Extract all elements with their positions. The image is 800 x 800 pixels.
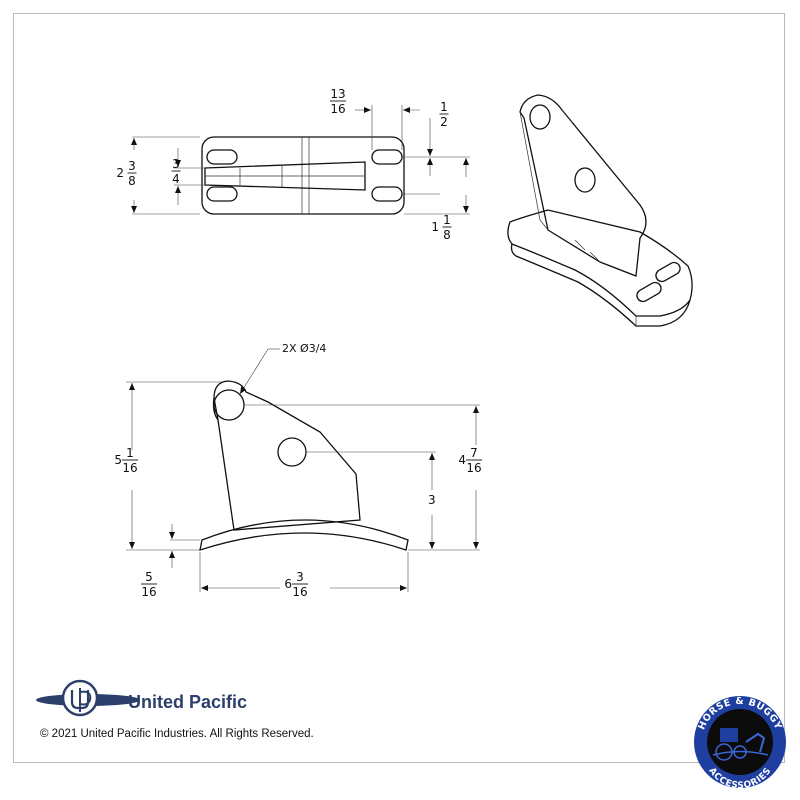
dim-numerator: 5 — [145, 570, 153, 584]
isometric-view — [507, 94, 693, 327]
dim-numerator: 1 — [443, 213, 451, 227]
dim-numerator: 7 — [470, 446, 478, 460]
dim-numerator: 3 — [128, 159, 136, 173]
dim-top-slot: 34 — [171, 157, 181, 186]
dim-whole-number: 6 — [284, 577, 292, 591]
drawing-frame — [13, 13, 785, 763]
dim-denominator: 16 — [466, 461, 481, 475]
side-view-dimensions — [126, 348, 480, 592]
side-view — [199, 380, 409, 551]
dim-whole-number: 5 — [114, 453, 122, 467]
dim-denominator: 4 — [172, 172, 180, 186]
dim-numerator: 1 — [126, 446, 134, 460]
dim-whole-number: 4 — [458, 453, 466, 467]
dim-numerator: 13 — [330, 87, 345, 101]
dim-base-thickness: 516 — [141, 570, 157, 599]
dim-numerator: 3 — [296, 570, 304, 584]
dim-numerator: 1 — [440, 100, 448, 114]
top-view-dimensions — [131, 105, 470, 215]
dim-denominator: 16 — [292, 585, 307, 599]
dim-whole-number: 1 — [431, 220, 439, 234]
dim-side-hole-height: 3 — [428, 493, 436, 507]
dim-denominator: 2 — [440, 115, 448, 129]
dim-denominator: 16 — [330, 102, 345, 116]
horse-buggy-badge — [694, 696, 786, 788]
copyright-text: © 2021 United Pacific Industries. All Ri… — [40, 728, 314, 740]
dim-denominator: 16 — [141, 585, 156, 599]
united-pacific-logo — [36, 679, 140, 717]
dim-whole-number: 2 — [116, 166, 124, 180]
dim-denominator: 8 — [128, 174, 136, 188]
dim-numerator: 3 — [172, 157, 180, 171]
top-view — [201, 136, 405, 215]
hole-callout: 2X Ø3/4 — [282, 342, 326, 355]
brand-name: United Pacific — [128, 692, 248, 712]
dim-denominator: 8 — [443, 228, 451, 242]
dim-denominator: 16 — [122, 461, 137, 475]
dim-top-right: 12 — [439, 100, 449, 129]
